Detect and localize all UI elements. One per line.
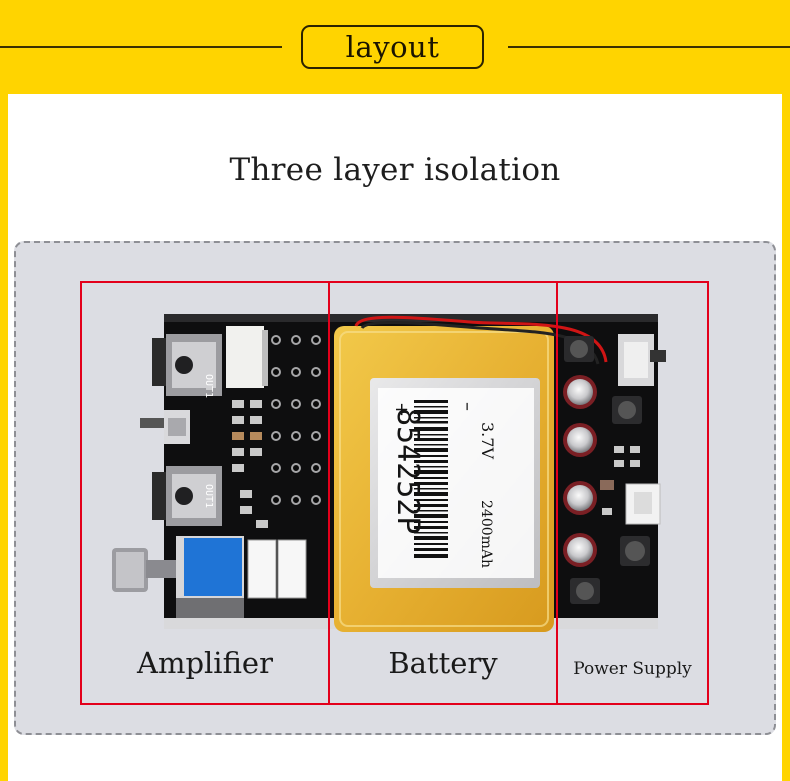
module-label — [226, 326, 264, 388]
white-button-icon — [247, 539, 277, 599]
section-label-battery: Battery — [388, 646, 498, 680]
battery-minus-mark: – — [457, 402, 478, 411]
white-button-icon — [277, 539, 307, 599]
audio-jack-icon — [152, 466, 222, 526]
blue-switch-block — [184, 538, 242, 596]
battery-capacity-text: 2400mAh — [478, 500, 494, 568]
battery-pack: 854252P 3.7V 2400mAh – + — [334, 326, 554, 632]
toggle-switch-icon — [140, 410, 190, 444]
section-label-power-supply: Power Supply — [573, 659, 692, 679]
power-connector-icon — [625, 483, 661, 525]
battery-model-text: 854252P — [390, 408, 425, 534]
out1-mark-top: OUT1 — [203, 374, 214, 398]
page-title: Three layer isolation — [229, 152, 561, 188]
section-amplifier — [80, 281, 330, 705]
audio-jack-icon — [152, 334, 222, 396]
inductor-icon — [570, 396, 650, 604]
smd-components — [600, 446, 640, 515]
header-divider-right — [508, 46, 790, 48]
smd-components — [232, 400, 268, 528]
volume-knob-icon — [112, 548, 176, 592]
section-power-supply — [556, 281, 709, 705]
usb-connector-icon — [618, 334, 666, 386]
battery-plus-mark: + — [391, 402, 412, 417]
section-label-amplifier: Amplifier — [137, 646, 273, 680]
inductor-icon — [564, 336, 594, 362]
battery-label — [378, 388, 534, 578]
pin-header — [271, 335, 321, 505]
section-battery — [328, 281, 558, 705]
out1-mark-bottom: OUT1 — [203, 484, 214, 508]
layout-badge-label: layout — [345, 30, 440, 64]
capacitor-icon — [563, 375, 597, 567]
header-divider-left — [0, 46, 282, 48]
battery-voltage-text: 3.7V — [478, 422, 497, 459]
barcode-icon — [414, 400, 448, 558]
layout-badge: layout — [301, 25, 484, 69]
